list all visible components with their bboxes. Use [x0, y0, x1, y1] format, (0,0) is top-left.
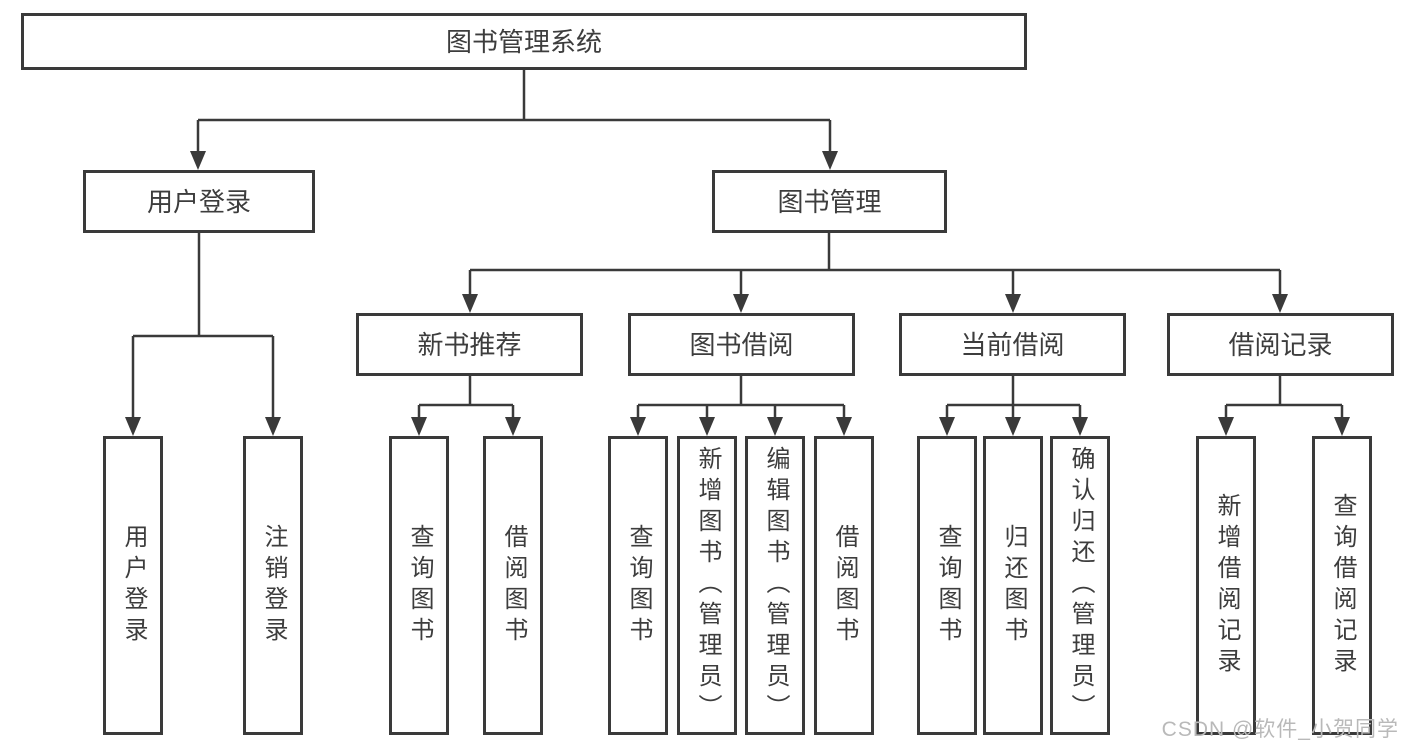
leaf-query-borrow-record: 查询借阅记录: [1312, 436, 1372, 735]
leaf-return-books: 归还图书: [983, 436, 1043, 735]
arrowhead-icon: [1072, 417, 1088, 436]
watermark: CSDN @软件_小贺同学: [1161, 718, 1399, 741]
node-current-borrow: 当前借阅: [899, 313, 1126, 376]
node-user-login: 用户登录: [83, 170, 315, 233]
leaf-add-books-admin: 新增图书（管理员）: [677, 436, 737, 735]
leaf-recommend-query-books-label: 查询图书: [406, 523, 433, 648]
leaf-borrow-query-books: 查询图书: [608, 436, 668, 735]
arrowhead-icon: [767, 417, 783, 436]
node-book-management: 图书管理: [712, 170, 947, 233]
leaf-current-query-books: 查询图书: [917, 436, 977, 735]
leaf-query-borrow-record-label: 查询借阅记录: [1329, 492, 1356, 679]
arrowhead-icon: [1334, 417, 1350, 436]
node-book-borrow-label: 图书借阅: [689, 329, 794, 360]
leaf-logout: 注销登录: [243, 436, 303, 735]
node-new-book-recommend-label: 新书推荐: [417, 329, 522, 360]
leaf-confirm-return-admin: 确认归还（管理员）: [1050, 436, 1110, 735]
node-current-borrow-label: 当前借阅: [960, 329, 1065, 360]
node-borrow-records: 借阅记录: [1167, 313, 1394, 376]
leaf-return-books-label: 归还图书: [1000, 523, 1027, 648]
arrowhead-icon: [1218, 417, 1234, 436]
leaf-add-borrow-record: 新增借阅记录: [1196, 436, 1256, 735]
arrowhead-icon: [190, 151, 206, 170]
leaf-confirm-return-admin-label: 确认归还（管理员）: [1067, 446, 1094, 725]
node-user-login-label: 用户登录: [146, 186, 251, 217]
node-borrow-records-label: 借阅记录: [1228, 329, 1333, 360]
arrowhead-icon: [822, 151, 838, 170]
arrowhead-icon: [505, 417, 521, 436]
arrowhead-icon: [1005, 417, 1021, 436]
arrowhead-icon: [630, 417, 646, 436]
leaf-borrow-query-books-label: 查询图书: [625, 523, 652, 648]
arrowhead-icon: [733, 294, 749, 313]
leaf-edit-books-admin: 编辑图书（管理员）: [745, 436, 805, 735]
arrowhead-icon: [939, 417, 955, 436]
node-book-borrow: 图书借阅: [628, 313, 855, 376]
node-library-system: 图书管理系统: [21, 13, 1027, 70]
leaf-recommend-borrow-books-label: 借阅图书: [500, 523, 527, 648]
node-book-management-label: 图书管理: [777, 186, 882, 217]
leaf-add-books-admin-label: 新增图书（管理员）: [694, 446, 721, 725]
arrowhead-icon: [265, 417, 281, 436]
arrowhead-icon: [462, 294, 478, 313]
leaf-logout-label: 注销登录: [260, 523, 287, 648]
arrowhead-icon: [699, 417, 715, 436]
leaf-edit-books-admin-label: 编辑图书（管理员）: [762, 446, 789, 725]
arrowhead-icon: [125, 417, 141, 436]
leaf-add-borrow-record-label: 新增借阅记录: [1213, 492, 1240, 679]
leaf-current-query-books-label: 查询图书: [934, 523, 961, 648]
arrowhead-icon: [836, 417, 852, 436]
leaf-borrow-books: 借阅图书: [814, 436, 874, 735]
arrowhead-icon: [1005, 294, 1021, 313]
arrowhead-icon: [1272, 294, 1288, 313]
leaf-borrow-books-label: 借阅图书: [831, 523, 858, 648]
leaf-user-login: 用户登录: [103, 436, 163, 735]
leaf-recommend-query-books: 查询图书: [389, 436, 449, 735]
leaf-recommend-borrow-books: 借阅图书: [483, 436, 543, 735]
leaf-user-login-label: 用户登录: [120, 523, 147, 648]
node-new-book-recommend: 新书推荐: [356, 313, 583, 376]
node-library-system-label: 图书管理系统: [445, 26, 602, 57]
arrowhead-icon: [411, 417, 427, 436]
